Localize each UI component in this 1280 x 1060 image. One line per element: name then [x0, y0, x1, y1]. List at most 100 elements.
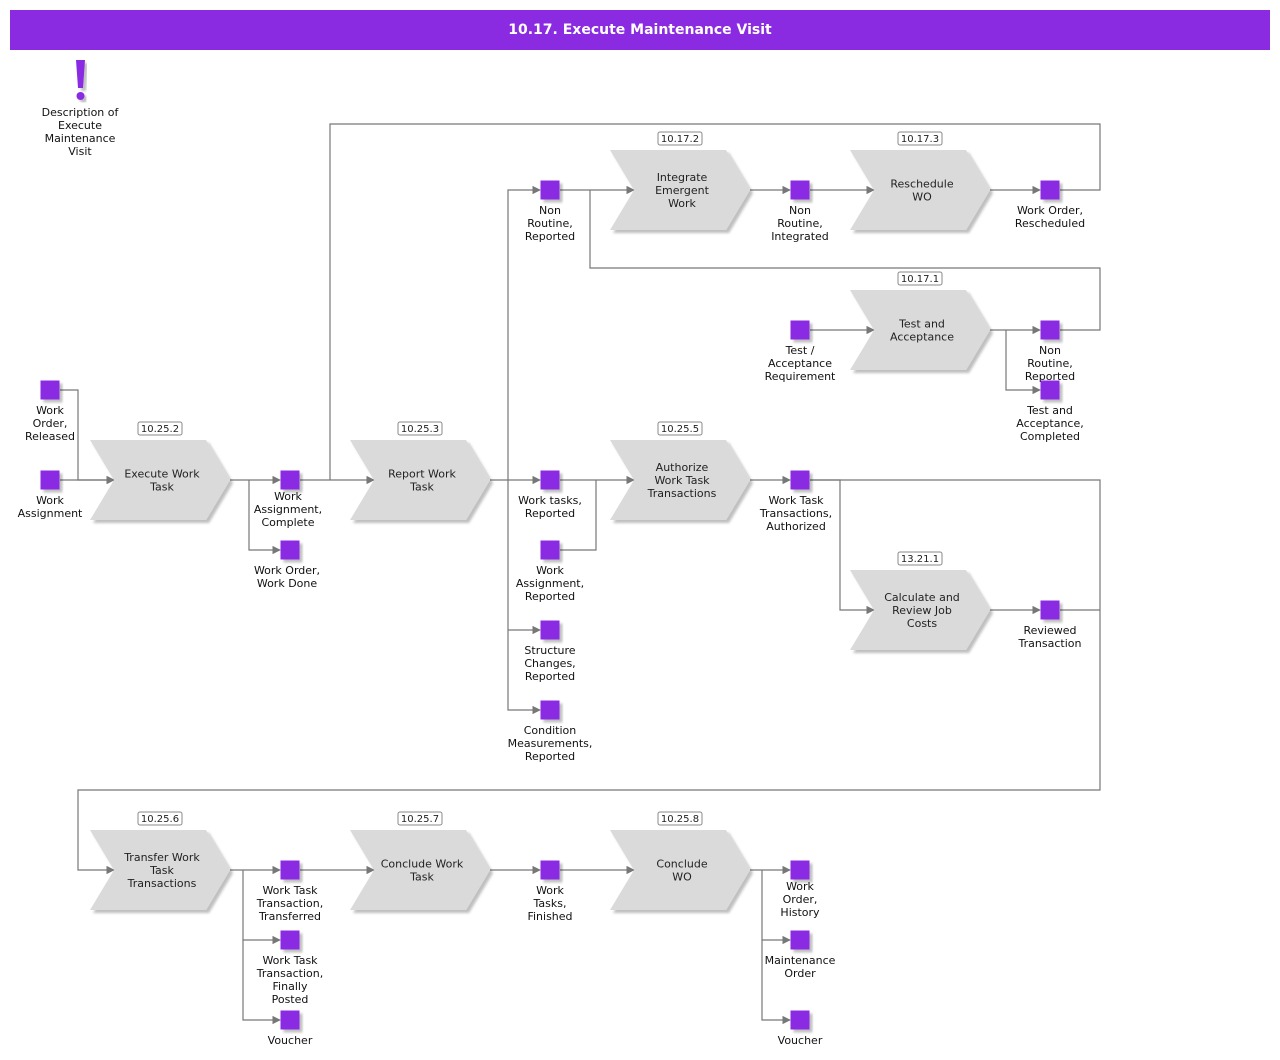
connector — [1005, 330, 1041, 395]
process-id-box — [897, 551, 943, 566]
event-square — [540, 620, 560, 640]
process-id: 10.25.5 — [661, 424, 699, 435]
process-chevron — [850, 570, 990, 650]
process-chevron — [350, 440, 490, 520]
process-id: 10.25.2 — [141, 424, 179, 435]
process-chevron — [610, 830, 750, 910]
process-id: 10.17.3 — [901, 134, 939, 145]
process-chevron — [850, 290, 990, 370]
connector — [242, 940, 281, 1025]
process-chevron — [610, 440, 750, 520]
event-work-tasks-reported[interactable]: Work tasks,Reported — [518, 470, 582, 521]
process-id-box — [397, 811, 443, 826]
connector — [560, 480, 597, 551]
event-square — [790, 320, 810, 340]
process-chevron — [610, 150, 750, 230]
event-square — [280, 540, 300, 560]
exclamation-icon — [76, 60, 85, 100]
process-id-box — [897, 131, 943, 146]
event-square — [280, 930, 300, 950]
event-label: Work tasks,Reported — [518, 494, 582, 520]
diagram-title: 10.17. Execute Maintenance Visit — [10, 10, 1270, 50]
event-work-order-rescheduled[interactable]: Work Order,Rescheduled — [1015, 180, 1085, 231]
event-label: Work Order,Work Done — [254, 564, 320, 590]
event-voucher-2[interactable]: Voucher — [778, 1010, 823, 1048]
process-id: 10.25.7 — [401, 814, 439, 825]
process-id: 10.25.8 — [661, 814, 699, 825]
process-id-box — [137, 421, 183, 436]
process-id-box — [657, 131, 703, 146]
process-id: 10.25.6 — [141, 814, 179, 825]
process-id: 10.17.1 — [901, 274, 939, 285]
process-chevron — [850, 150, 990, 230]
event-square — [40, 470, 60, 490]
connector — [329, 123, 1101, 480]
event-square — [790, 930, 810, 950]
process-id-box — [397, 421, 443, 436]
event-work-order-work-done[interactable]: Work Order,Work Done — [254, 540, 320, 591]
event-voucher-1[interactable]: Voucher — [268, 1010, 313, 1048]
event-square — [1040, 380, 1060, 400]
connector-layer — [60, 123, 1101, 1025]
event-square — [540, 540, 560, 560]
event-square — [540, 860, 560, 880]
connector — [248, 480, 281, 555]
event-square — [790, 860, 810, 880]
event-square — [790, 1010, 810, 1030]
event-square — [790, 470, 810, 490]
event-label: Voucher — [778, 1034, 823, 1047]
connector — [77, 479, 1101, 875]
process-id-box — [657, 421, 703, 436]
connector — [507, 480, 541, 715]
process-chevron — [90, 830, 230, 910]
event-square — [540, 180, 560, 200]
